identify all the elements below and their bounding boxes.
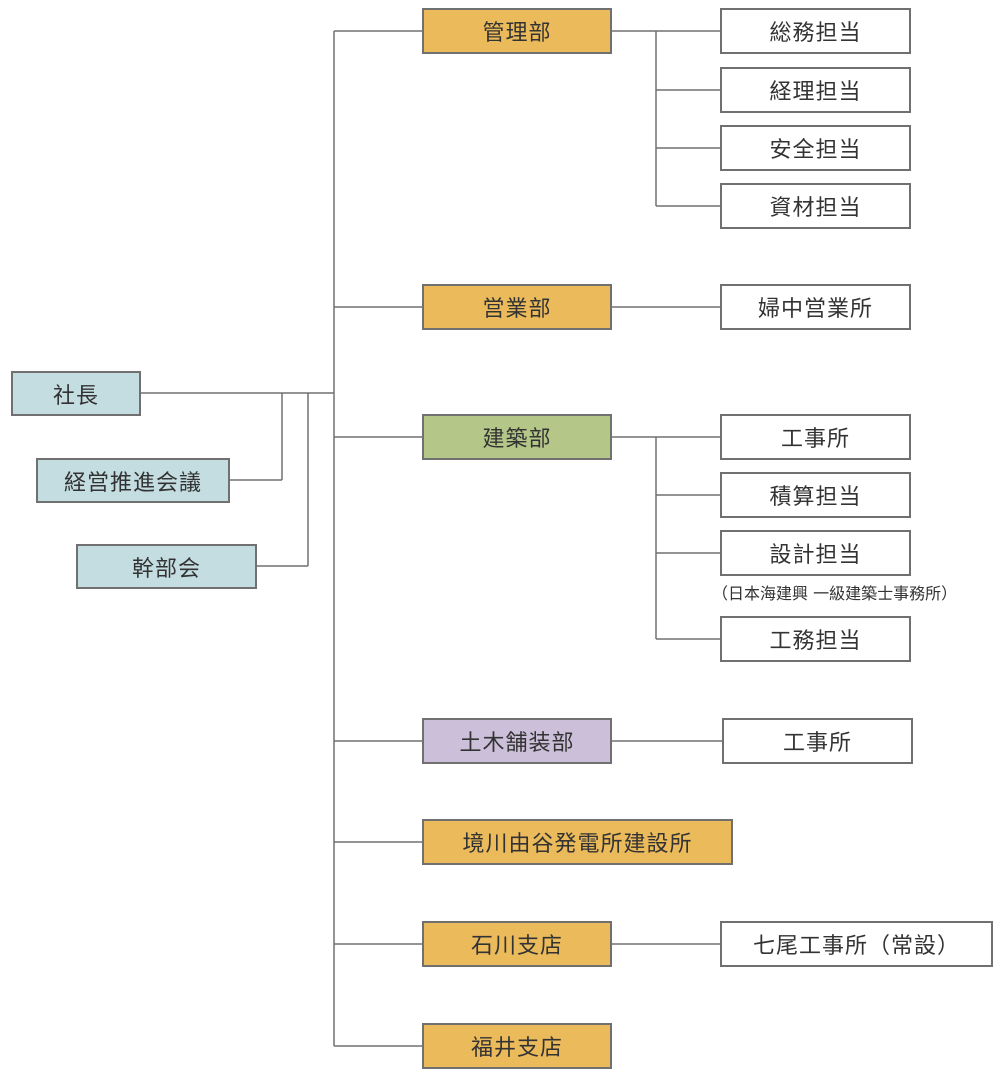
dept-sakaigawa: 境川由谷発電所建設所	[422, 819, 733, 865]
dept-fukui: 福井支店	[422, 1023, 612, 1069]
unit-eigyo-funchu: 婦中営業所	[720, 284, 911, 330]
unit-label: 工務担当	[769, 629, 862, 654]
unit-kenchiku-koumu: 工務担当	[720, 616, 911, 662]
unit-label: 工事所	[782, 731, 852, 756]
unit-kenchiku-sekkei: 設計担当	[720, 530, 911, 576]
dept-doboku: 土木舗装部	[422, 718, 612, 764]
unit-kanri-soumu: 総務担当	[720, 8, 911, 54]
dept-fukui-label: 福井支店	[470, 1036, 563, 1061]
unit-doboku-koujisho: 工事所	[722, 718, 913, 764]
unit-label: 婦中営業所	[757, 297, 873, 322]
president-label: 社長	[52, 383, 99, 409]
unit-label: 経理担当	[769, 80, 862, 105]
dept-kanri: 管理部	[422, 8, 612, 54]
unit-label: 七尾工事所（常設）	[752, 934, 960, 959]
dept-doboku-label: 土木舗装部	[459, 731, 575, 756]
unit-label: 工事所	[780, 427, 850, 452]
executive-meeting-box: 幹部会	[76, 544, 257, 589]
dept-eigyo: 営業部	[422, 284, 612, 330]
unit-kenchiku-koujisho: 工事所	[720, 414, 911, 460]
unit-ishikawa-nanao: 七尾工事所（常設）	[720, 921, 993, 967]
dept-ishikawa-label: 石川支店	[470, 934, 563, 959]
unit-label: 資材担当	[769, 196, 862, 221]
dept-kanri-label: 管理部	[482, 21, 552, 46]
dept-ishikawa: 石川支店	[422, 921, 612, 967]
dept-eigyo-label: 営業部	[482, 297, 552, 322]
unit-kanri-shizai: 資材担当	[720, 183, 911, 229]
unit-label: 設計担当	[769, 543, 862, 568]
unit-kanri-anzen: 安全担当	[720, 125, 911, 171]
dept-sakaigawa-label: 境川由谷発電所建設所	[462, 832, 693, 857]
unit-label: 安全担当	[769, 138, 862, 163]
president-box: 社長	[11, 371, 141, 416]
management-council-label: 経営推進会議	[63, 470, 202, 496]
unit-kenchiku-sekisan: 積算担当	[720, 472, 911, 518]
dept-kenchiku-label: 建築部	[482, 427, 552, 452]
management-council-box: 経営推進会議	[36, 458, 230, 503]
executive-meeting-label: 幹部会	[131, 556, 201, 582]
dept-kenchiku: 建築部	[422, 414, 612, 460]
unit-label: 総務担当	[769, 21, 862, 46]
unit-kanri-keiri: 経理担当	[720, 67, 911, 113]
unit-label: 積算担当	[769, 485, 862, 510]
kenchiku-office-note: （日本海建興 一級建築士事務所）	[712, 584, 958, 603]
